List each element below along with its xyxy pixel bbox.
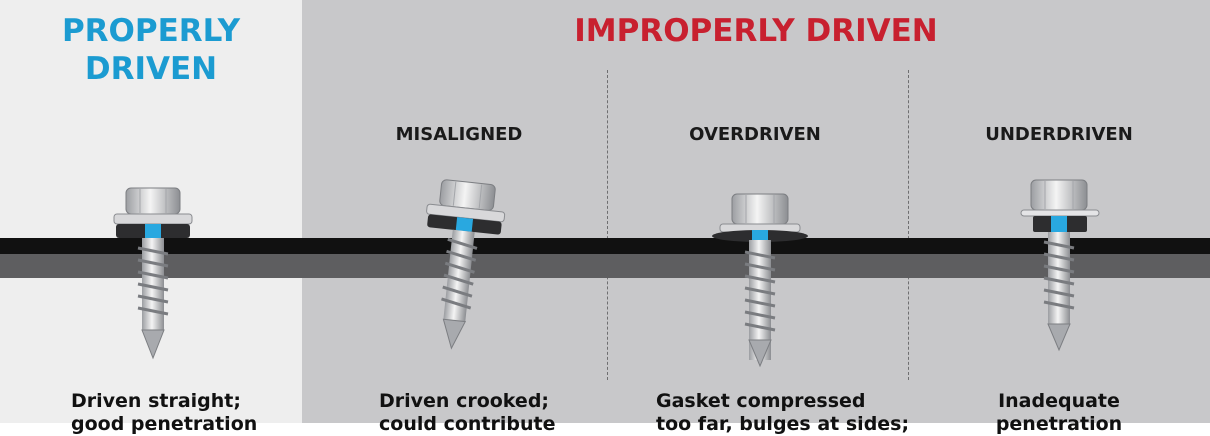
overdriven-caption: Gasket compressed too far, bulges at sid… bbox=[656, 390, 910, 435]
properly-driven-caption: Driven straight; good penetration bbox=[71, 390, 258, 435]
underdriven-caption: Inadequate penetration bbox=[995, 390, 1123, 435]
overdriven-label: OVERDRIVEN bbox=[689, 124, 821, 145]
underdriven-screw-icon bbox=[1020, 179, 1100, 352]
misaligned-screw-icon bbox=[426, 179, 506, 350]
misaligned-caption: Driven crooked; could contribute bbox=[379, 390, 556, 435]
underdriven-label: UNDERDRIVEN bbox=[985, 124, 1133, 145]
properly-driven-heading: PROPERLY DRIVEN bbox=[61, 13, 241, 87]
improperly-driven-heading: IMPROPERLY DRIVEN bbox=[574, 13, 938, 49]
overdriven-screw-icon bbox=[712, 193, 808, 368]
roof-sheet bbox=[0, 238, 1210, 278]
column-divider bbox=[908, 70, 909, 380]
column-divider bbox=[607, 70, 608, 380]
misaligned-label: MISALIGNED bbox=[395, 124, 523, 145]
properly-driven-screw-icon bbox=[113, 187, 193, 360]
sheet-top-layer bbox=[0, 238, 1210, 254]
sheet-bottom-layer bbox=[0, 254, 1210, 278]
